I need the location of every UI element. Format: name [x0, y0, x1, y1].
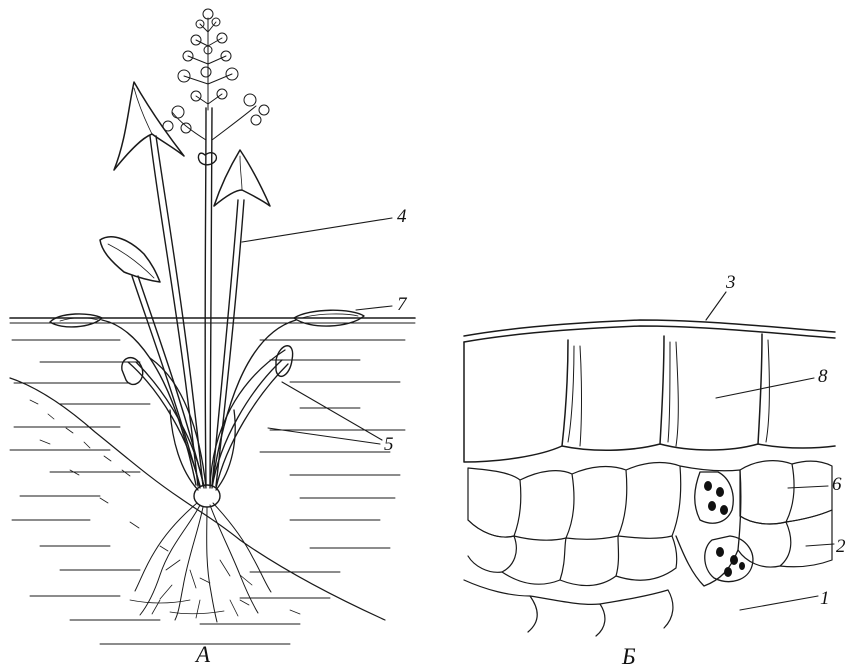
label-3: 3: [725, 272, 736, 293]
label-7: 7: [397, 294, 408, 315]
label-6: 6: [832, 474, 842, 495]
soil-bank: [10, 378, 385, 620]
water-hatching: [10, 340, 405, 644]
floating-leaves: [50, 310, 364, 485]
inflorescence: [163, 9, 269, 133]
roots: [135, 503, 271, 622]
epidermis-cuticle: [464, 320, 835, 342]
label-5: 5: [384, 434, 394, 455]
mesophyll-cells: [464, 461, 832, 636]
emergent-petioles: [132, 136, 244, 486]
panel-b-leader-lines: [706, 292, 834, 610]
panel-a-caption: А: [194, 642, 211, 667]
label-8: 8: [818, 366, 828, 387]
panel-a-leader-lines: [242, 218, 392, 444]
arrow-leaf-blades: [100, 82, 270, 282]
label-4: 4: [397, 206, 407, 227]
submerged-ribbon-leaves: [128, 350, 288, 490]
label-1: 1: [820, 588, 830, 609]
panel-b-leaf-section: 3 8 6 2 1 Б: [464, 272, 846, 669]
chloroplasts: [704, 481, 745, 577]
panel-b-caption: Б: [621, 644, 636, 669]
epidermal-cells: [464, 334, 835, 462]
panel-a-plant-drawing: 4 7 5 А: [10, 9, 415, 667]
label-2: 2: [836, 536, 846, 557]
